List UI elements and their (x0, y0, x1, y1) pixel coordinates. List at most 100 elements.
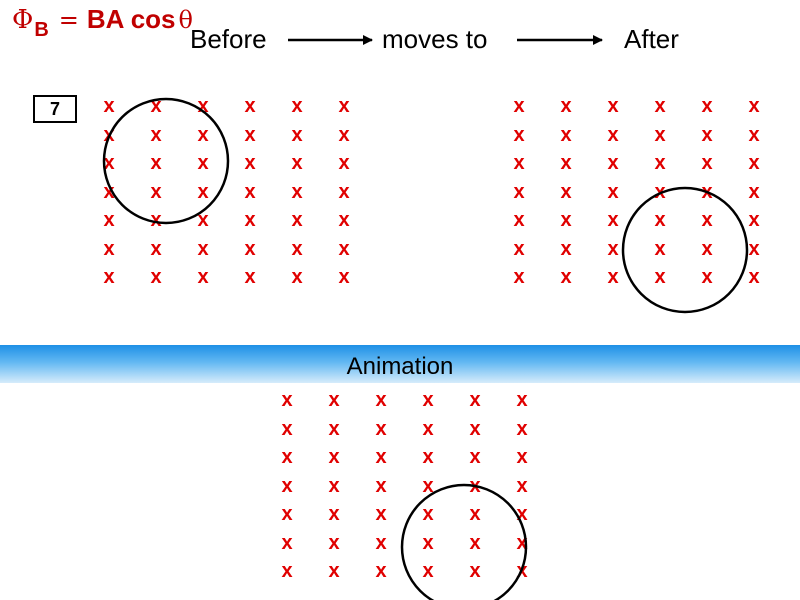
field-cross: x (748, 95, 760, 117)
field-cross: x (516, 560, 528, 582)
formula-ba-cos: BA cos (86, 4, 176, 34)
field-cross: x (338, 237, 350, 260)
field-cross: x (654, 266, 666, 288)
caption-before: Before (190, 24, 267, 54)
field-cross: x (197, 152, 209, 174)
field-cross: x (513, 237, 525, 260)
formula-phi: Φ (12, 5, 34, 35)
field-cross: x (281, 531, 293, 554)
field-cross: x (701, 237, 713, 260)
field-cross: x (748, 266, 760, 288)
field-cross: x (516, 474, 528, 497)
field-cross: x (748, 123, 760, 146)
field-cross: x (150, 95, 162, 117)
field-cross: x (328, 446, 340, 468)
field-cross: x (560, 209, 572, 231)
field-cross: x (197, 237, 209, 260)
field-cross: x (607, 237, 619, 260)
field-cross: x (375, 474, 387, 497)
field-cross: x (654, 237, 666, 260)
field-cross: x (338, 123, 350, 146)
field-cross: x (150, 152, 162, 174)
field-cross: x (422, 417, 434, 440)
field-cross: x (281, 446, 293, 468)
animation-label[interactable]: Animation (346, 353, 454, 380)
field-cross: x (197, 123, 209, 146)
field-cross: x (422, 474, 434, 497)
field-cross: x (244, 180, 256, 203)
field-cross: x (375, 446, 387, 468)
field-cross: x (103, 180, 115, 203)
field-cross: x (197, 95, 209, 117)
field-cross: x (244, 266, 256, 288)
field-cross: x (197, 266, 209, 288)
field-cross: x (375, 560, 387, 582)
field-cross: x (291, 266, 303, 288)
field-cross: x (328, 503, 340, 525)
field-cross: x (654, 209, 666, 231)
field-cross: x (654, 180, 666, 203)
field-cross: x (513, 95, 525, 117)
field-cross: x (513, 180, 525, 203)
field-cross: x (291, 237, 303, 260)
field-cross: x (516, 531, 528, 554)
field-cross: x (150, 266, 162, 288)
field-cross: x (513, 266, 525, 288)
field-cross: x (244, 209, 256, 231)
field-cross: x (244, 237, 256, 260)
field-cross: x (291, 123, 303, 146)
field-cross: x (103, 266, 115, 288)
field-cross: x (103, 95, 115, 117)
field-cross: x (560, 95, 572, 117)
field-cross: x (375, 531, 387, 554)
field-cross: x (516, 503, 528, 525)
field-cross: x (654, 95, 666, 117)
animation-band (0, 345, 800, 383)
field-cross: x (607, 152, 619, 174)
field-cross: x (422, 560, 434, 582)
caption-after: After (624, 24, 679, 54)
field-cross: x (560, 152, 572, 174)
field-cross: x (516, 417, 528, 440)
field-cross: x (654, 152, 666, 174)
field-cross: x (328, 474, 340, 497)
field-cross: x (560, 180, 572, 203)
field-cross: x (607, 266, 619, 288)
field-cross: x (701, 95, 713, 117)
field-cross: x (291, 209, 303, 231)
field-cross: x (701, 180, 713, 203)
field-cross: x (513, 152, 525, 174)
field-cross: x (469, 474, 481, 497)
field-cross: x (422, 446, 434, 468)
field-cross: x (469, 503, 481, 525)
field-cross: x (654, 123, 666, 146)
field-cross: x (338, 266, 350, 288)
field-cross: x (328, 389, 340, 411)
field-cross: x (469, 531, 481, 554)
field-cross: x (281, 474, 293, 497)
field-cross: x (150, 123, 162, 146)
field-cross: x (244, 95, 256, 117)
field-cross: x (469, 389, 481, 411)
slide-number-box: 7 (33, 95, 77, 123)
field-cross: x (701, 266, 713, 288)
field-cross: x (291, 180, 303, 203)
field-cross: x (607, 180, 619, 203)
field-cross: x (197, 209, 209, 231)
field-cross: x (748, 209, 760, 231)
field-cross: x (150, 209, 162, 231)
field-cross: x (375, 417, 387, 440)
field-cross: x (281, 503, 293, 525)
field-cross: x (701, 123, 713, 146)
caption-moves-to: moves to (382, 24, 488, 54)
field-cross: x (103, 152, 115, 174)
field-cross: x (469, 446, 481, 468)
field-cross: x (281, 417, 293, 440)
field-cross: x (150, 237, 162, 260)
field-cross: x (244, 123, 256, 146)
field-cross: x (375, 389, 387, 411)
field-cross: x (560, 123, 572, 146)
